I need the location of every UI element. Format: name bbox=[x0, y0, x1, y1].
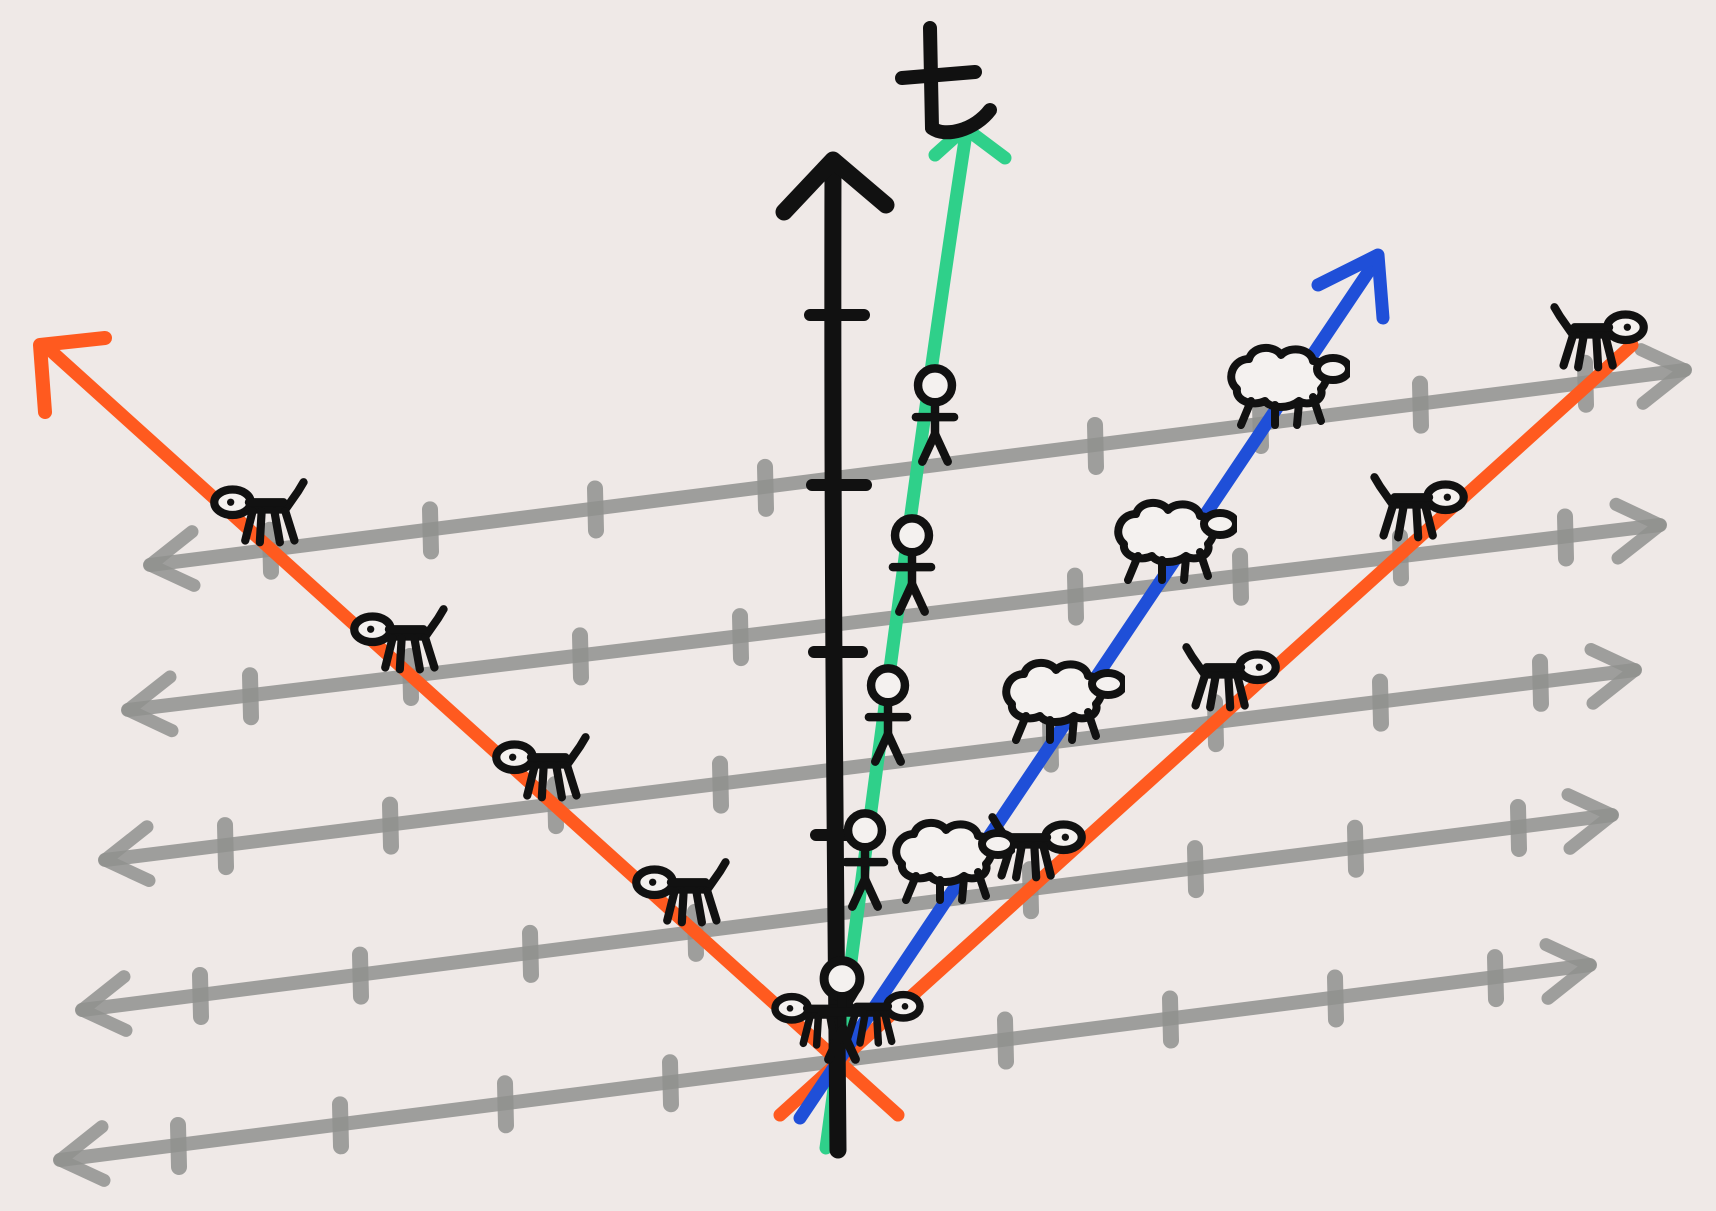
dog-icon bbox=[496, 737, 585, 797]
worldline-left-dog bbox=[43, 343, 905, 1122]
space-tick bbox=[217, 817, 234, 876]
space-tick bbox=[170, 1116, 187, 1175]
dog-icon bbox=[636, 862, 725, 922]
space-tick bbox=[1532, 653, 1549, 712]
arrow-left-icon bbox=[75, 970, 133, 1037]
space-tick bbox=[1187, 840, 1204, 899]
space-line bbox=[53, 938, 1597, 1187]
space-tick bbox=[662, 1054, 679, 1113]
space-tick bbox=[1327, 969, 1344, 1028]
worldline-right-dog bbox=[773, 338, 1639, 1122]
arrow-right-icon bbox=[1561, 788, 1619, 855]
arrow-right-icon bbox=[1539, 938, 1597, 1005]
space-tick bbox=[1557, 508, 1574, 567]
arrow-left-icon bbox=[53, 1120, 111, 1187]
space-tick bbox=[1347, 819, 1364, 878]
space-tick bbox=[522, 924, 539, 983]
space-tick bbox=[242, 667, 259, 726]
space-tick bbox=[422, 501, 439, 560]
space-line bbox=[75, 788, 1619, 1037]
space-tick bbox=[1510, 798, 1527, 857]
dog-icon bbox=[1186, 647, 1275, 707]
space-tick bbox=[352, 946, 369, 1005]
sheep-icon bbox=[1118, 503, 1236, 580]
space-tick bbox=[1162, 990, 1179, 1049]
arrow-left-icon bbox=[98, 820, 156, 888]
space-tick bbox=[382, 796, 399, 855]
time-axis-label: t bbox=[895, 21, 997, 140]
space-tick bbox=[997, 1011, 1014, 1070]
dog-icon bbox=[354, 609, 443, 669]
space-tick bbox=[1232, 547, 1249, 606]
space-tick bbox=[192, 966, 209, 1025]
space-tick bbox=[572, 627, 589, 686]
arrow-right-icon bbox=[1584, 642, 1642, 710]
dog-icon bbox=[1374, 477, 1463, 537]
arrow-left-icon bbox=[121, 670, 179, 738]
arrow-right-icon bbox=[1634, 343, 1692, 410]
space-tick bbox=[1412, 375, 1429, 434]
arrow-icon bbox=[33, 331, 112, 419]
space-tick bbox=[1067, 567, 1084, 626]
space-tick bbox=[1087, 416, 1104, 475]
dog-icon bbox=[1554, 307, 1643, 367]
space-lines bbox=[53, 343, 1692, 1187]
dog-icon bbox=[214, 482, 303, 542]
space-tick bbox=[757, 458, 774, 517]
arrow-right-icon bbox=[1609, 497, 1667, 565]
space-tick bbox=[732, 608, 749, 667]
arrow-icon bbox=[1311, 248, 1390, 325]
space-tick bbox=[712, 755, 729, 814]
space-tick bbox=[332, 1096, 349, 1155]
space-tick bbox=[497, 1075, 514, 1134]
space-tick bbox=[1487, 949, 1504, 1008]
arrow-left-icon bbox=[143, 525, 201, 592]
space-tick bbox=[1372, 673, 1389, 732]
space-tick bbox=[587, 480, 604, 539]
